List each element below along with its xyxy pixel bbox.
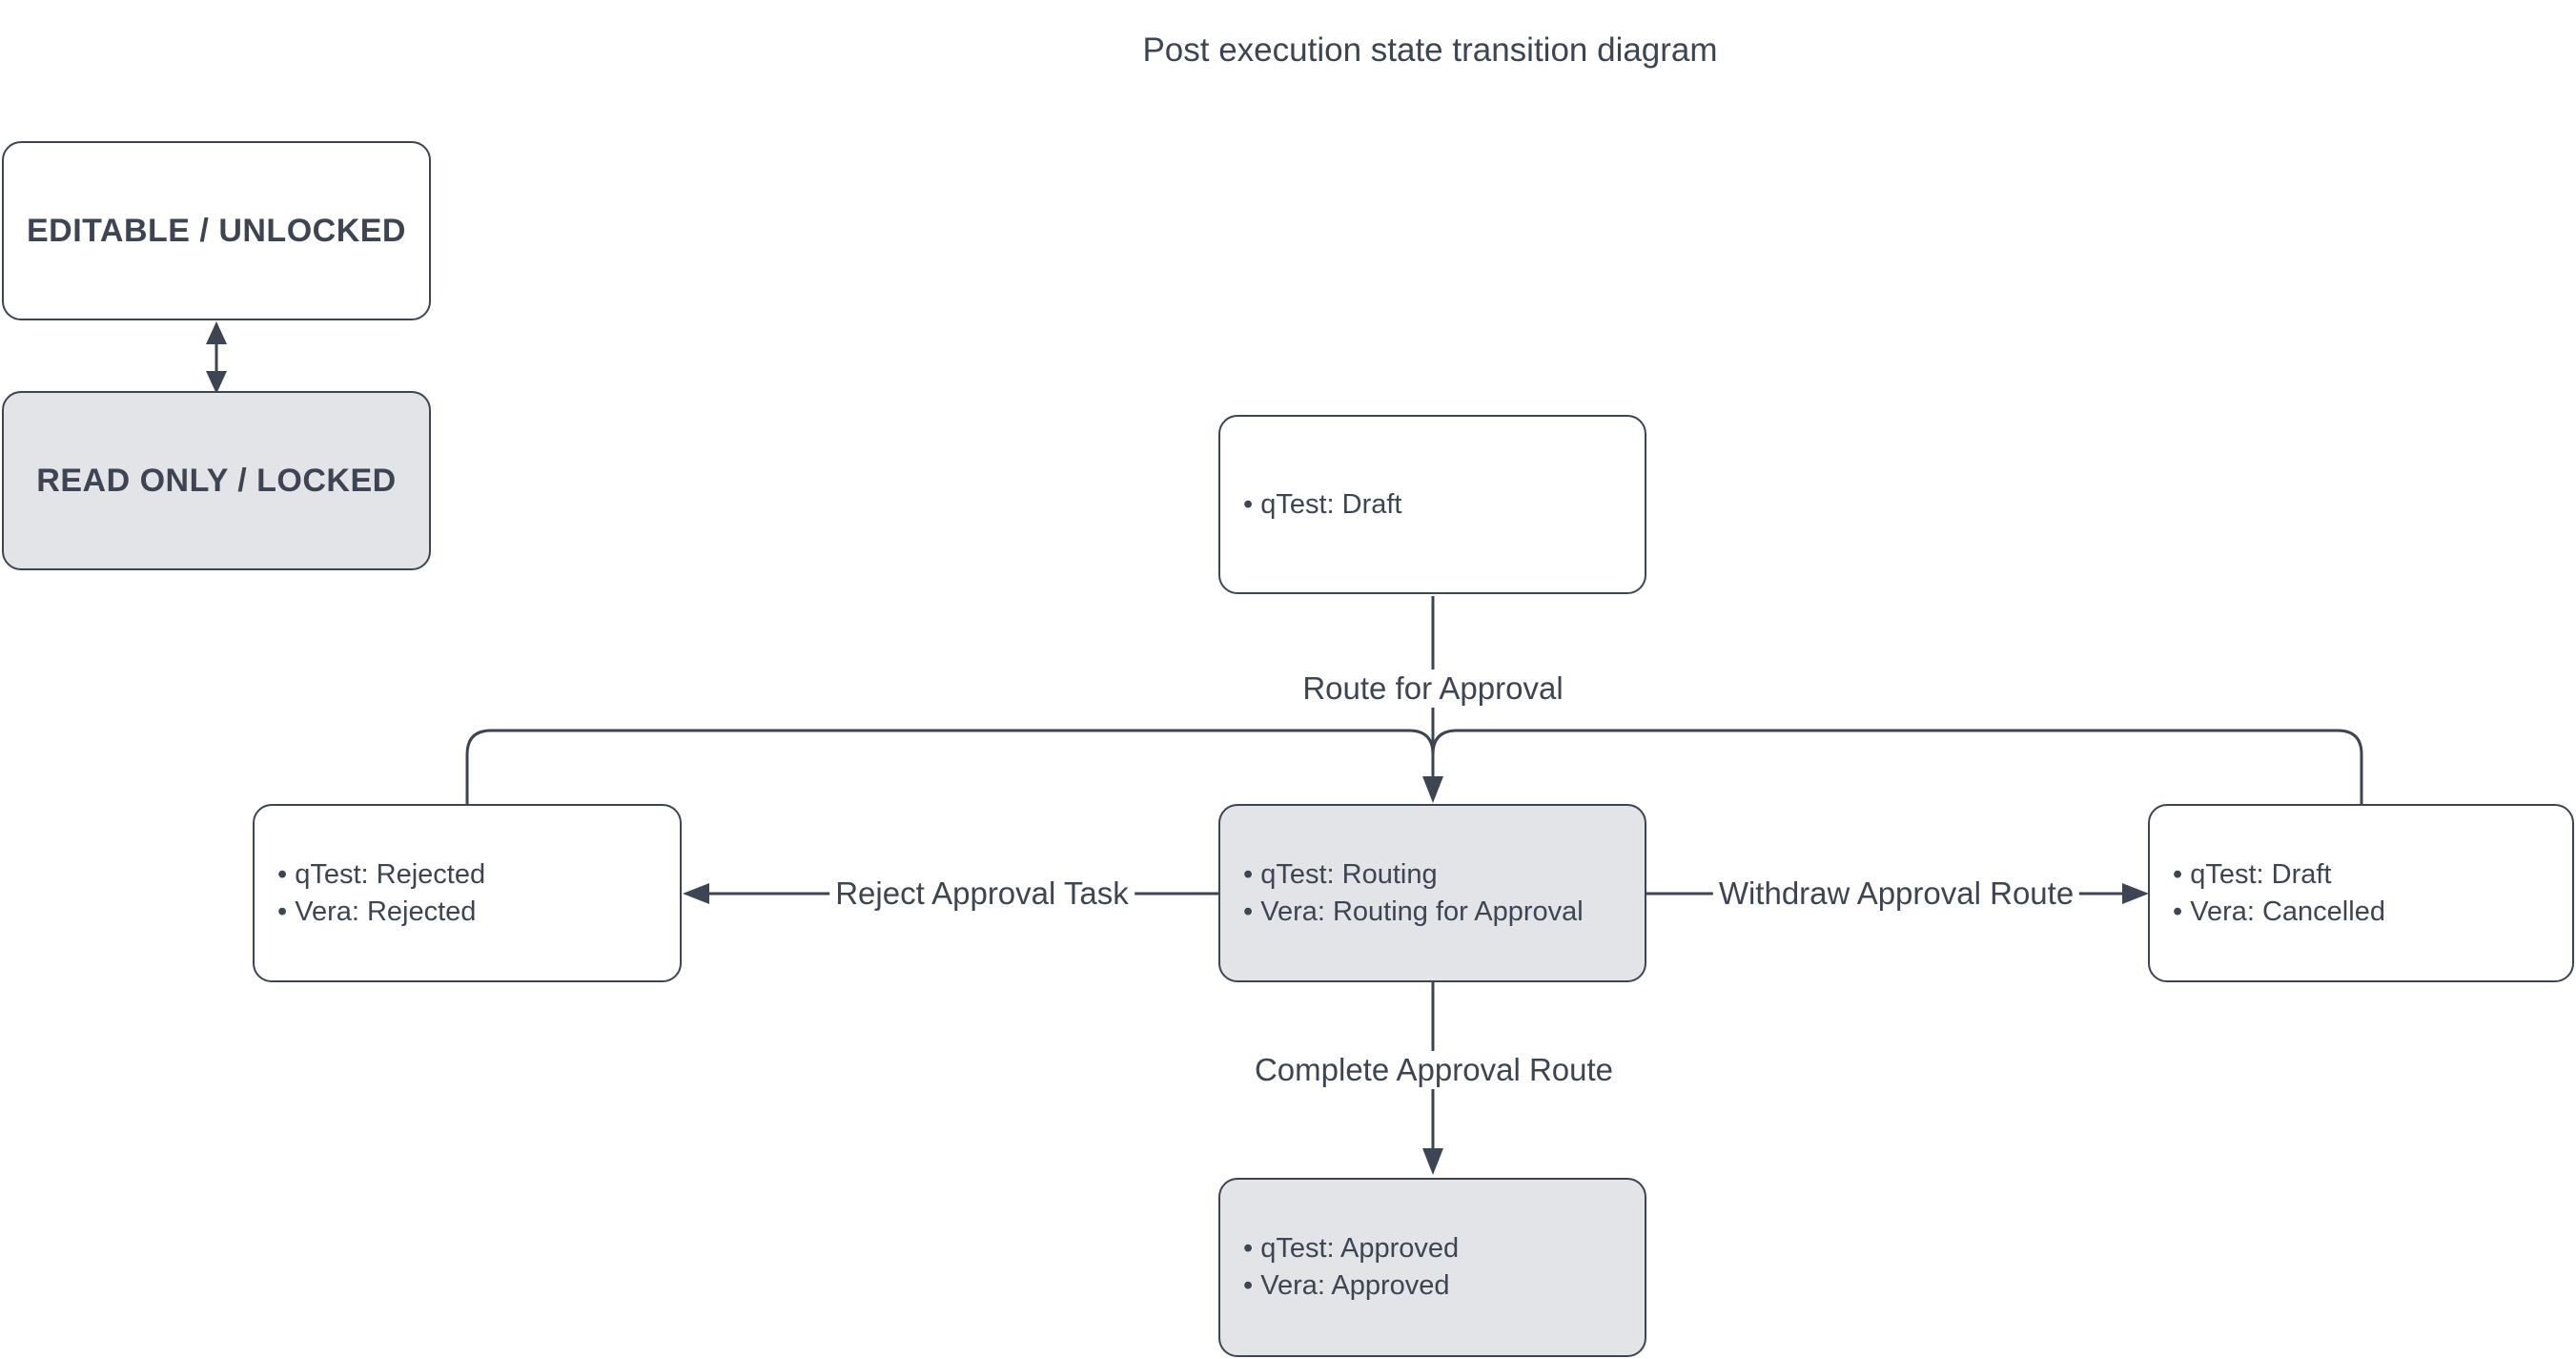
state-routing-line-2: • Vera: Routing for Approval — [1243, 896, 1584, 927]
state-draft-line: • qTest: Draft — [1243, 488, 1402, 520]
connector-loop-from-rejected — [465, 729, 1435, 804]
edge-label-withdraw-approval-route: Withdraw Approval Route — [1712, 875, 2080, 913]
state-routing-line-1: • qTest: Routing — [1243, 858, 1438, 890]
state-rejected-line-2: • Vera: Rejected — [277, 896, 477, 927]
edge-label-complete-approval-route: Complete Approval Route — [1248, 1051, 1620, 1089]
state-box-routing: • qTest: Routing • Vera: Routing for App… — [1218, 804, 1646, 982]
legend-box-editable-unlocked: EDITABLE / UNLOCKED — [2, 141, 431, 320]
arrowhead-route-for-approval-icon — [1422, 776, 1443, 803]
state-rejected-line-1: • qTest: Rejected — [277, 858, 486, 890]
edge-label-route-for-approval: Route for Approval — [1297, 669, 1569, 708]
arrow-down-icon — [206, 371, 227, 394]
edge-label-reject-approval-task: Reject Approval Task — [829, 875, 1135, 913]
state-cancelled-line-1: • qTest: Draft — [2173, 858, 2332, 890]
state-box-rejected: • qTest: Rejected • Vera: Rejected — [253, 804, 682, 982]
arrowhead-complete-approval-route-icon — [1422, 1148, 1443, 1175]
legend-box-readonly-locked: READ ONLY / LOCKED — [2, 391, 431, 570]
state-approved-line-2: • Vera: Approved — [1243, 1270, 1450, 1301]
state-box-draft: • qTest: Draft — [1218, 415, 1646, 594]
state-box-cancelled: • qTest: Draft • Vera: Cancelled — [2148, 804, 2574, 982]
page-title: Post execution state transition diagram — [1142, 31, 1718, 69]
state-approved-line-1: • qTest: Approved — [1243, 1233, 1460, 1264]
legend-readonly-label: READ ONLY / LOCKED — [36, 462, 397, 499]
arrow-up-icon — [206, 321, 227, 344]
state-cancelled-line-2: • Vera: Cancelled — [2173, 896, 2385, 927]
state-box-approved: • qTest: Approved • Vera: Approved — [1218, 1178, 1646, 1357]
arrowhead-reject-approval-task-icon — [683, 883, 709, 904]
arrowhead-withdraw-approval-route-icon — [2122, 883, 2149, 904]
connector-loop-from-cancelled — [1431, 729, 2363, 804]
legend-editable-label: EDITABLE / UNLOCKED — [27, 212, 406, 249]
